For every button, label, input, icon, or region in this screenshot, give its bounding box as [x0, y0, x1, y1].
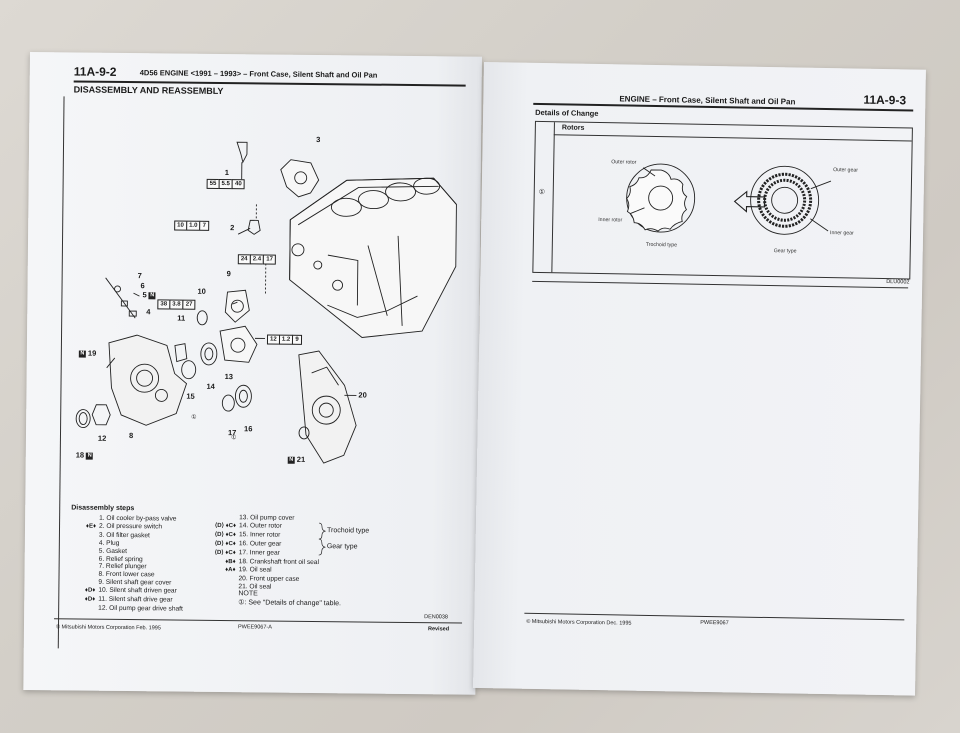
details-table: Rotors ① Outer rotor	[532, 120, 913, 280]
circled-ref: ①	[231, 434, 236, 441]
exploded-diagram: ① ①	[75, 141, 457, 464]
brace-group	[318, 522, 327, 556]
left-page: 11A-9-2 4D56 ENGINE <1991 – 1993> – Fron…	[23, 52, 482, 695]
doc-code: PWEE9067-A	[237, 624, 272, 631]
page-number: 11A-9-3	[863, 92, 907, 108]
brace-trochoid-label: Trochoid type	[326, 527, 370, 535]
figure-code: DEN0038	[424, 614, 448, 621]
copyright: © Mitsubishi Motors Corporation Dec. 199…	[526, 618, 632, 627]
brace-gear-label: Gear type	[326, 543, 358, 551]
footer-rule	[54, 618, 463, 624]
trochoid-type-label: Trochoid type	[645, 241, 678, 249]
inner-gear-label: Inner gear	[830, 230, 854, 237]
note-title: NOTE	[238, 590, 258, 598]
outer-rotor-label: Outer rotor	[611, 159, 637, 166]
revised-label: Revised	[427, 626, 450, 633]
rotor-figure	[626, 163, 832, 235]
doc-code: PWEE9067	[700, 619, 729, 627]
note-text: ①: See "Details of change" table.	[238, 599, 341, 608]
circled-ref: ①	[191, 414, 196, 421]
figure-code: DLU0002	[886, 279, 910, 286]
inner-rotor-label: Inner rotor	[598, 217, 623, 224]
copyright: © Mitsubishi Motors Corporation Feb. 199…	[55, 624, 161, 632]
gear-type-label: Gear type	[773, 248, 797, 255]
right-page: ENGINE – Front Case, Silent Shaft and Oi…	[473, 62, 926, 696]
section-rule	[532, 280, 909, 289]
section-title: Details of Change	[535, 107, 599, 119]
outer-gear-label: Outer gear	[833, 167, 859, 174]
